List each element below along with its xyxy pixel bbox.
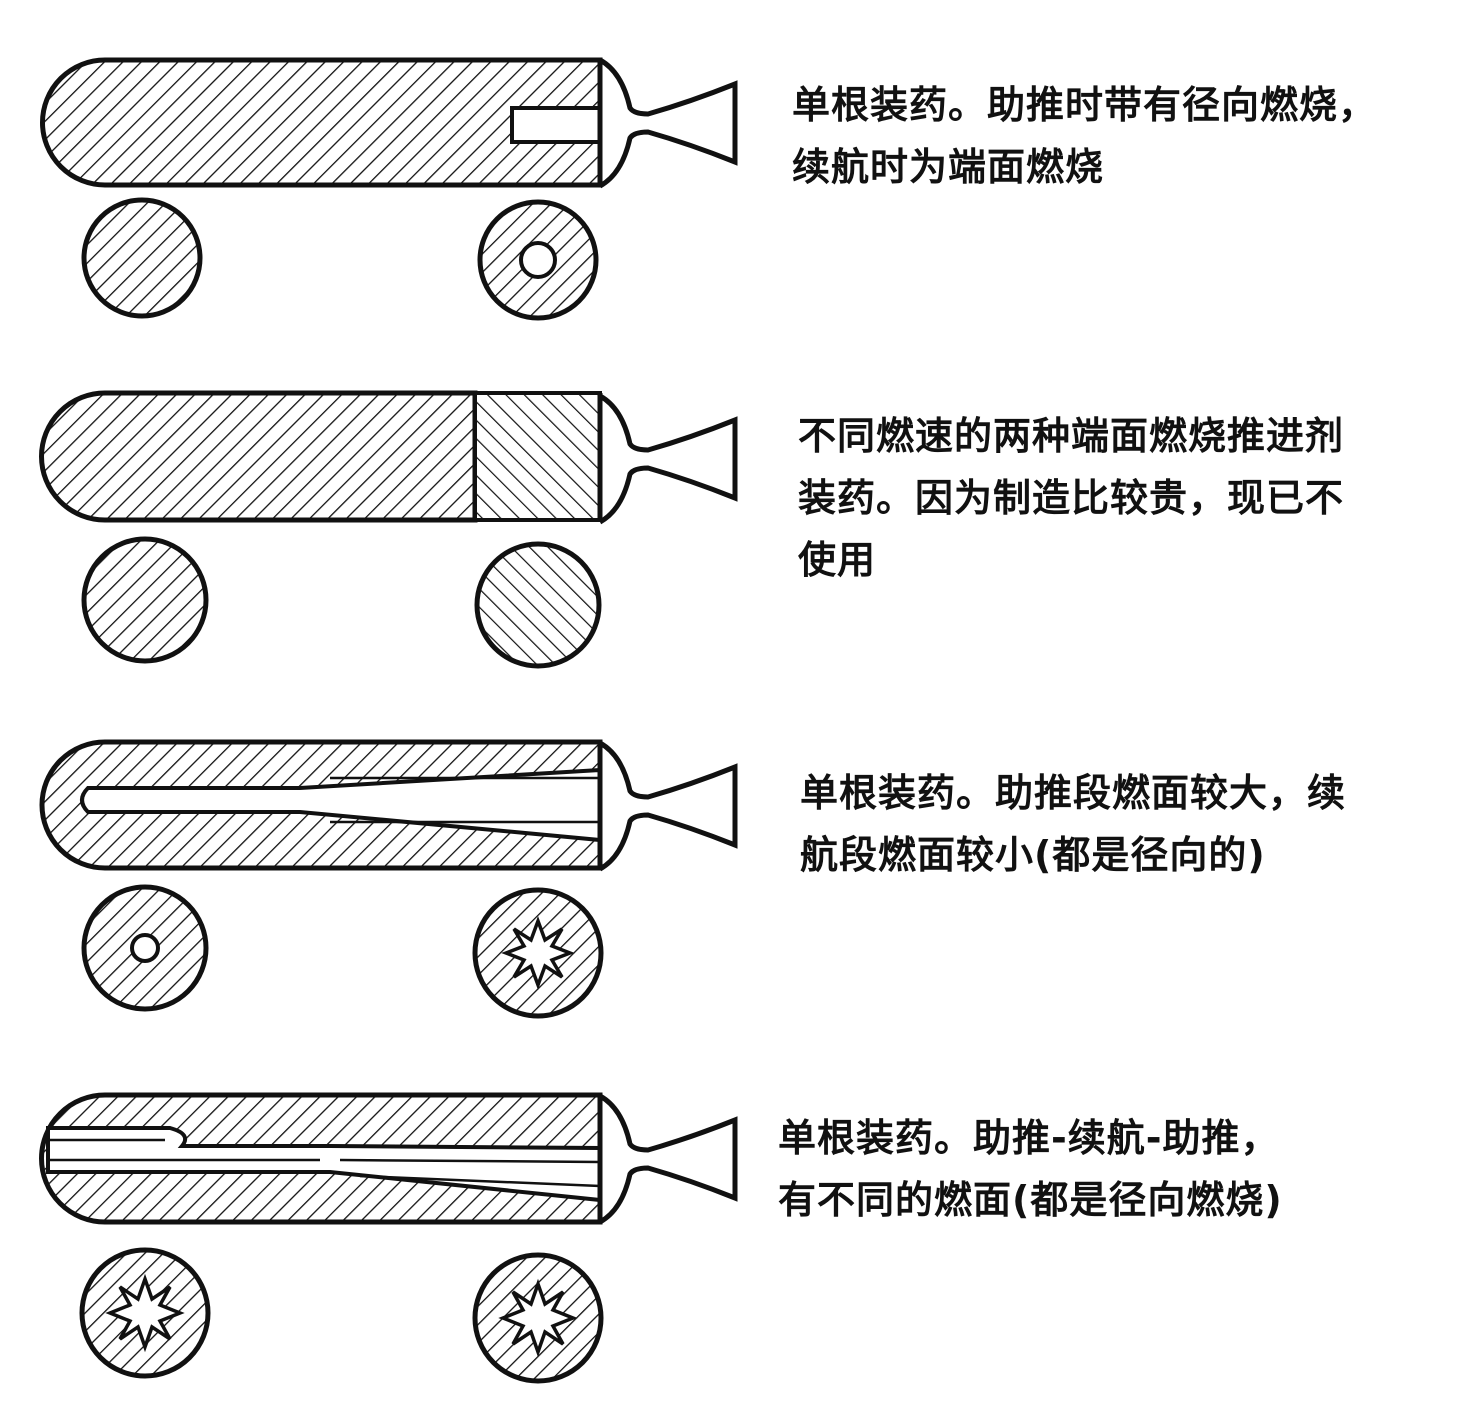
caption-line: 装药。因为制造比较贵，现已不 [798, 476, 1345, 520]
row-1-caption: 单根装药。助推时带有径向燃烧， 续航时为端面燃烧 [792, 74, 1377, 198]
caption-line: 单根装药。助推-续航-助推， [778, 1116, 1280, 1160]
row-2-cross-sections [81, 536, 602, 669]
row-3-caption: 单根装药。助推段燃面较大，续 航段燃面较小(都是径向的) [800, 762, 1346, 886]
row-1-cross-sections [81, 197, 599, 321]
row-4-rocket [39, 1092, 736, 1225]
row-3-cross-sections [81, 884, 604, 1019]
caption-line: 使用 [798, 538, 877, 582]
cross-section-forward [81, 536, 209, 664]
star-perforation [498, 1278, 578, 1358]
cross-section-forward [81, 197, 203, 319]
row-2-rocket [39, 390, 736, 522]
row-4-caption: 单根装药。助推-续航-助推， 有不同的燃面(都是径向燃烧) [778, 1107, 1283, 1231]
star-perforation [501, 915, 575, 991]
row-2-caption: 不同燃速的两种端面燃烧推进剂 装药。因为制造比较贵，现已不 使用 [798, 405, 1344, 591]
row-3-rocket [39, 739, 735, 869]
caption-line: 不同燃速的两种端面燃烧推进剂 [798, 414, 1345, 458]
cross-section-aft [474, 541, 602, 669]
row-4-cross-sections [79, 1247, 604, 1384]
caption-line: 有不同的燃面(都是径向燃烧) [778, 1178, 1283, 1222]
caption-line: 单根装药。助推时带有径向燃烧， [792, 83, 1378, 127]
star-perforation [105, 1273, 185, 1353]
caption-line: 航段燃面较小(都是径向的) [800, 833, 1266, 877]
caption-line: 续航时为端面燃烧 [792, 145, 1105, 189]
caption-line: 单根装药。助推段燃面较大，续 [800, 771, 1347, 815]
row-1-rocket [40, 57, 736, 186]
